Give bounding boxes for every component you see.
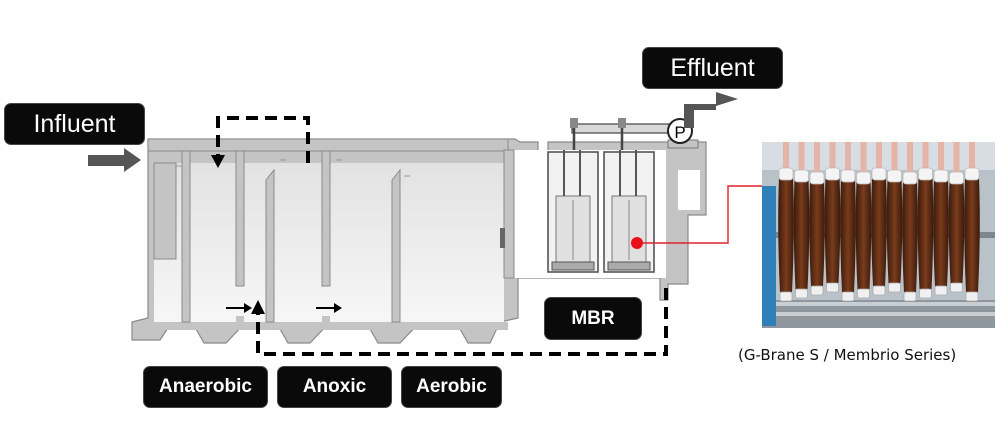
fiber-bundle: [855, 182, 872, 289]
membrane-photo: [762, 142, 995, 328]
fiber-bottom-cap: [841, 291, 855, 302]
fiber-feed-tube: [922, 142, 929, 168]
fiber-bundle: [917, 178, 934, 289]
fiber-feed-tube: [829, 142, 836, 168]
fiber-top-cap: [856, 171, 871, 185]
flow-line-top: [216, 116, 310, 163]
fiber-bundle: [871, 178, 887, 286]
photo-caption: (G-Brane S / Membrio Series): [738, 346, 957, 364]
callout-line: [637, 185, 764, 244]
mbr-inlet-wall: [503, 149, 515, 279]
fiber-bundle: [902, 182, 918, 292]
effluent-arrow: [684, 92, 738, 128]
fiber-feed-tube: [860, 142, 867, 172]
fiber-feed-tube: [814, 142, 820, 172]
wall-5: [391, 168, 401, 323]
mbr-label: MBR: [544, 297, 642, 340]
floor-opening-2: [322, 316, 330, 322]
influent-arrow: [88, 148, 141, 172]
inlet-baffle: [153, 162, 177, 260]
bio-tank-floor: [148, 322, 508, 330]
fiber-bundle: [778, 178, 794, 292]
fiber-top-cap: [949, 171, 964, 185]
effluent-label: Effluent: [642, 47, 783, 89]
pump-label: P: [674, 123, 685, 142]
membrane-module-right: [603, 150, 655, 273]
fiber-bundle: [840, 180, 856, 292]
fiber-feed-tube: [953, 142, 960, 172]
fiber-top-cap: [871, 167, 887, 181]
effluent-well: [678, 170, 700, 210]
fiber-bottom-cap: [779, 291, 793, 302]
fiber-bundle: [793, 180, 810, 289]
fiber-bottom-cap: [872, 285, 886, 296]
fiber-bottom-cap: [919, 288, 932, 299]
tank-rim: [147, 138, 509, 152]
mbr-chamber-right-wall: [666, 150, 678, 278]
frame-pipe: [776, 312, 995, 316]
fiber-top-cap: [778, 167, 794, 181]
wall-3: [265, 168, 275, 323]
influent-label: Influent: [4, 103, 145, 145]
fiber-bottom-cap: [934, 285, 948, 296]
fiber-bundle: [964, 178, 980, 292]
fiber-top-cap: [933, 169, 949, 183]
fiber-top-cap: [825, 167, 840, 181]
fiber-feed-tube: [891, 142, 898, 170]
membrane-module-left: [547, 150, 599, 273]
fiber-top-cap: [902, 171, 918, 185]
aerobic-label: Aerobic: [401, 366, 502, 408]
wall-4: [321, 149, 331, 287]
fiber-top-cap: [809, 171, 825, 185]
fiber-bundle: [886, 180, 903, 283]
callout-dot: [631, 237, 643, 249]
fiber-bottom-cap: [826, 282, 839, 293]
recycle-line-head: [251, 300, 265, 314]
flow-line-top-head: [211, 155, 225, 168]
fiber-top-cap: [794, 169, 809, 183]
floor-opening-1: [236, 316, 244, 322]
fiber-bottom-cap: [795, 288, 808, 299]
fiber-bundle: [948, 182, 965, 283]
wall-2: [235, 149, 245, 287]
flow-arrows-internal: [226, 303, 342, 313]
fiber-bottom-cap: [903, 291, 917, 302]
fiber-top-cap: [918, 167, 933, 181]
fiber-bottom-cap: [888, 282, 901, 293]
wall-1: [181, 149, 191, 323]
fiber-bundle: [824, 178, 841, 283]
fiber-feed-tube: [907, 142, 913, 172]
fiber-bundle: [809, 182, 825, 286]
mbr-gate: [500, 228, 505, 248]
fiber-feed-tube: [876, 142, 882, 168]
fiber-top-cap: [840, 169, 856, 183]
anoxic-label: Anoxic: [277, 366, 392, 408]
fiber-bottom-cap: [950, 282, 963, 293]
fiber-feed-tube: [938, 142, 944, 170]
fiber-bottom-cap: [965, 291, 979, 302]
fiber-top-cap: [887, 169, 902, 183]
fiber-feed-tube: [845, 142, 851, 170]
frame-pipe: [776, 302, 995, 306]
fiber-feed-tube: [969, 142, 975, 168]
recycle-line-bottom: [256, 288, 668, 356]
tank-structure: [131, 118, 707, 344]
fiber-top-cap: [964, 167, 980, 181]
fiber-feed-tube: [798, 142, 805, 170]
fiber-bundle: [933, 180, 949, 286]
anaerobic-label: Anaerobic: [143, 366, 268, 408]
fiber-bottom-cap: [810, 285, 824, 296]
fiber-feed-tube: [783, 142, 789, 168]
fiber-bottom-cap: [857, 288, 870, 299]
